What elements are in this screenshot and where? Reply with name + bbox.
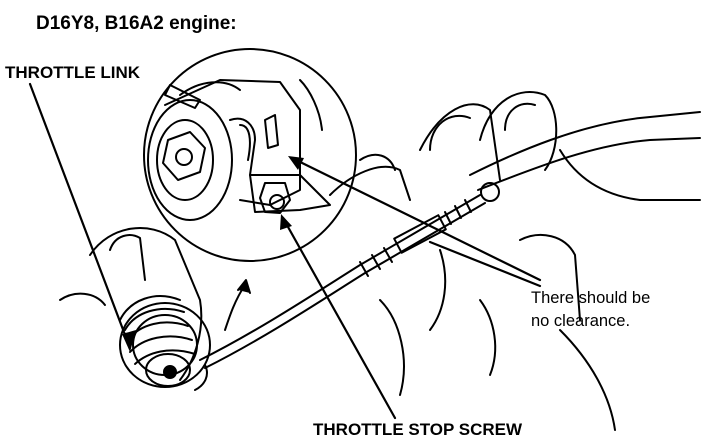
clearance-leader-upper: [290, 156, 542, 282]
magnified-detail: [143, 48, 357, 262]
throttle-drum: [119, 295, 211, 391]
clearance-leader-lower: [428, 240, 542, 288]
throttle-link-label: THROTTLE LINK: [5, 63, 141, 82]
clearance-arrowhead: [288, 156, 304, 170]
diagram-title: D16Y8, B16A2 engine:: [36, 13, 237, 34]
throttle-stop-screw-label: THROTTLE STOP SCREW: [313, 420, 523, 439]
throttle-link-leader: [28, 82, 132, 350]
vacuum-hose: [469, 111, 701, 201]
throttle-cable: [199, 182, 500, 369]
engine-block-outline: [59, 91, 616, 431]
stop-screw-leader: [281, 216, 397, 420]
stop-screw-arrowhead: [280, 214, 292, 230]
clearance-note: There should be no clearance.: [531, 287, 650, 333]
detail-leader: [224, 284, 246, 331]
clearance-note-line1: There should be: [531, 289, 651, 307]
clearance-note-line2: no clearance.: [531, 312, 631, 330]
throttle-link-arrowhead: [122, 330, 136, 352]
